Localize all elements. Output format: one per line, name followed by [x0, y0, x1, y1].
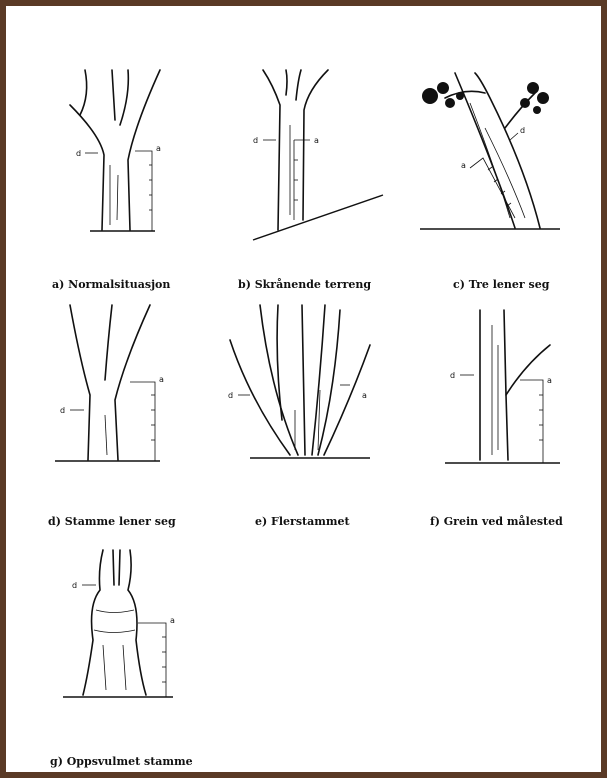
- tree-g-illustration: d a: [58, 545, 188, 705]
- a-label: a: [461, 161, 466, 170]
- caption-d: d) Stamme lener seg: [48, 515, 176, 528]
- tree-f-illustration: d a: [440, 305, 570, 470]
- tree-c-illustration: d a: [415, 68, 565, 238]
- panel-d-stem-leaning: d a: [50, 300, 170, 470]
- panel-g-swollen-stem: d a: [58, 545, 188, 705]
- a-label: a: [314, 136, 319, 145]
- d-label: d: [76, 149, 81, 158]
- d-label: d: [253, 136, 258, 145]
- caption-e: e) Flerstammet: [255, 515, 350, 528]
- d-label: d: [450, 371, 455, 380]
- d-label: d: [228, 391, 233, 400]
- d-label: d: [60, 406, 65, 415]
- caption-f: f) Grein ved målested: [430, 515, 563, 528]
- a-label: a: [156, 144, 161, 153]
- a-label: a: [159, 375, 164, 384]
- tree-a-illustration: d a: [60, 65, 180, 240]
- tree-b-illustration: d a: [248, 65, 388, 245]
- panel-b-slope: d a: [248, 65, 388, 245]
- panel-c-leaning-tree: d a: [415, 68, 565, 238]
- panel-a-normal: d a: [60, 65, 180, 240]
- caption-g: g) Oppsvulmet stamme: [50, 755, 193, 768]
- caption-a: a) Normalsituasjon: [52, 278, 170, 291]
- a-label: a: [362, 391, 367, 400]
- d-label: d: [72, 581, 77, 590]
- a-label: a: [547, 376, 552, 385]
- caption-b: b) Skrånende terreng: [238, 278, 371, 291]
- tree-d-illustration: d a: [50, 300, 170, 470]
- panel-f-branch-at-height: d a: [440, 305, 570, 470]
- panel-e-multistem: d a: [220, 300, 380, 470]
- a-label: a: [170, 616, 175, 625]
- caption-c: c) Tre lener seg: [453, 278, 549, 291]
- tree-e-illustration: d a: [220, 300, 380, 470]
- d-label: d: [520, 126, 525, 135]
